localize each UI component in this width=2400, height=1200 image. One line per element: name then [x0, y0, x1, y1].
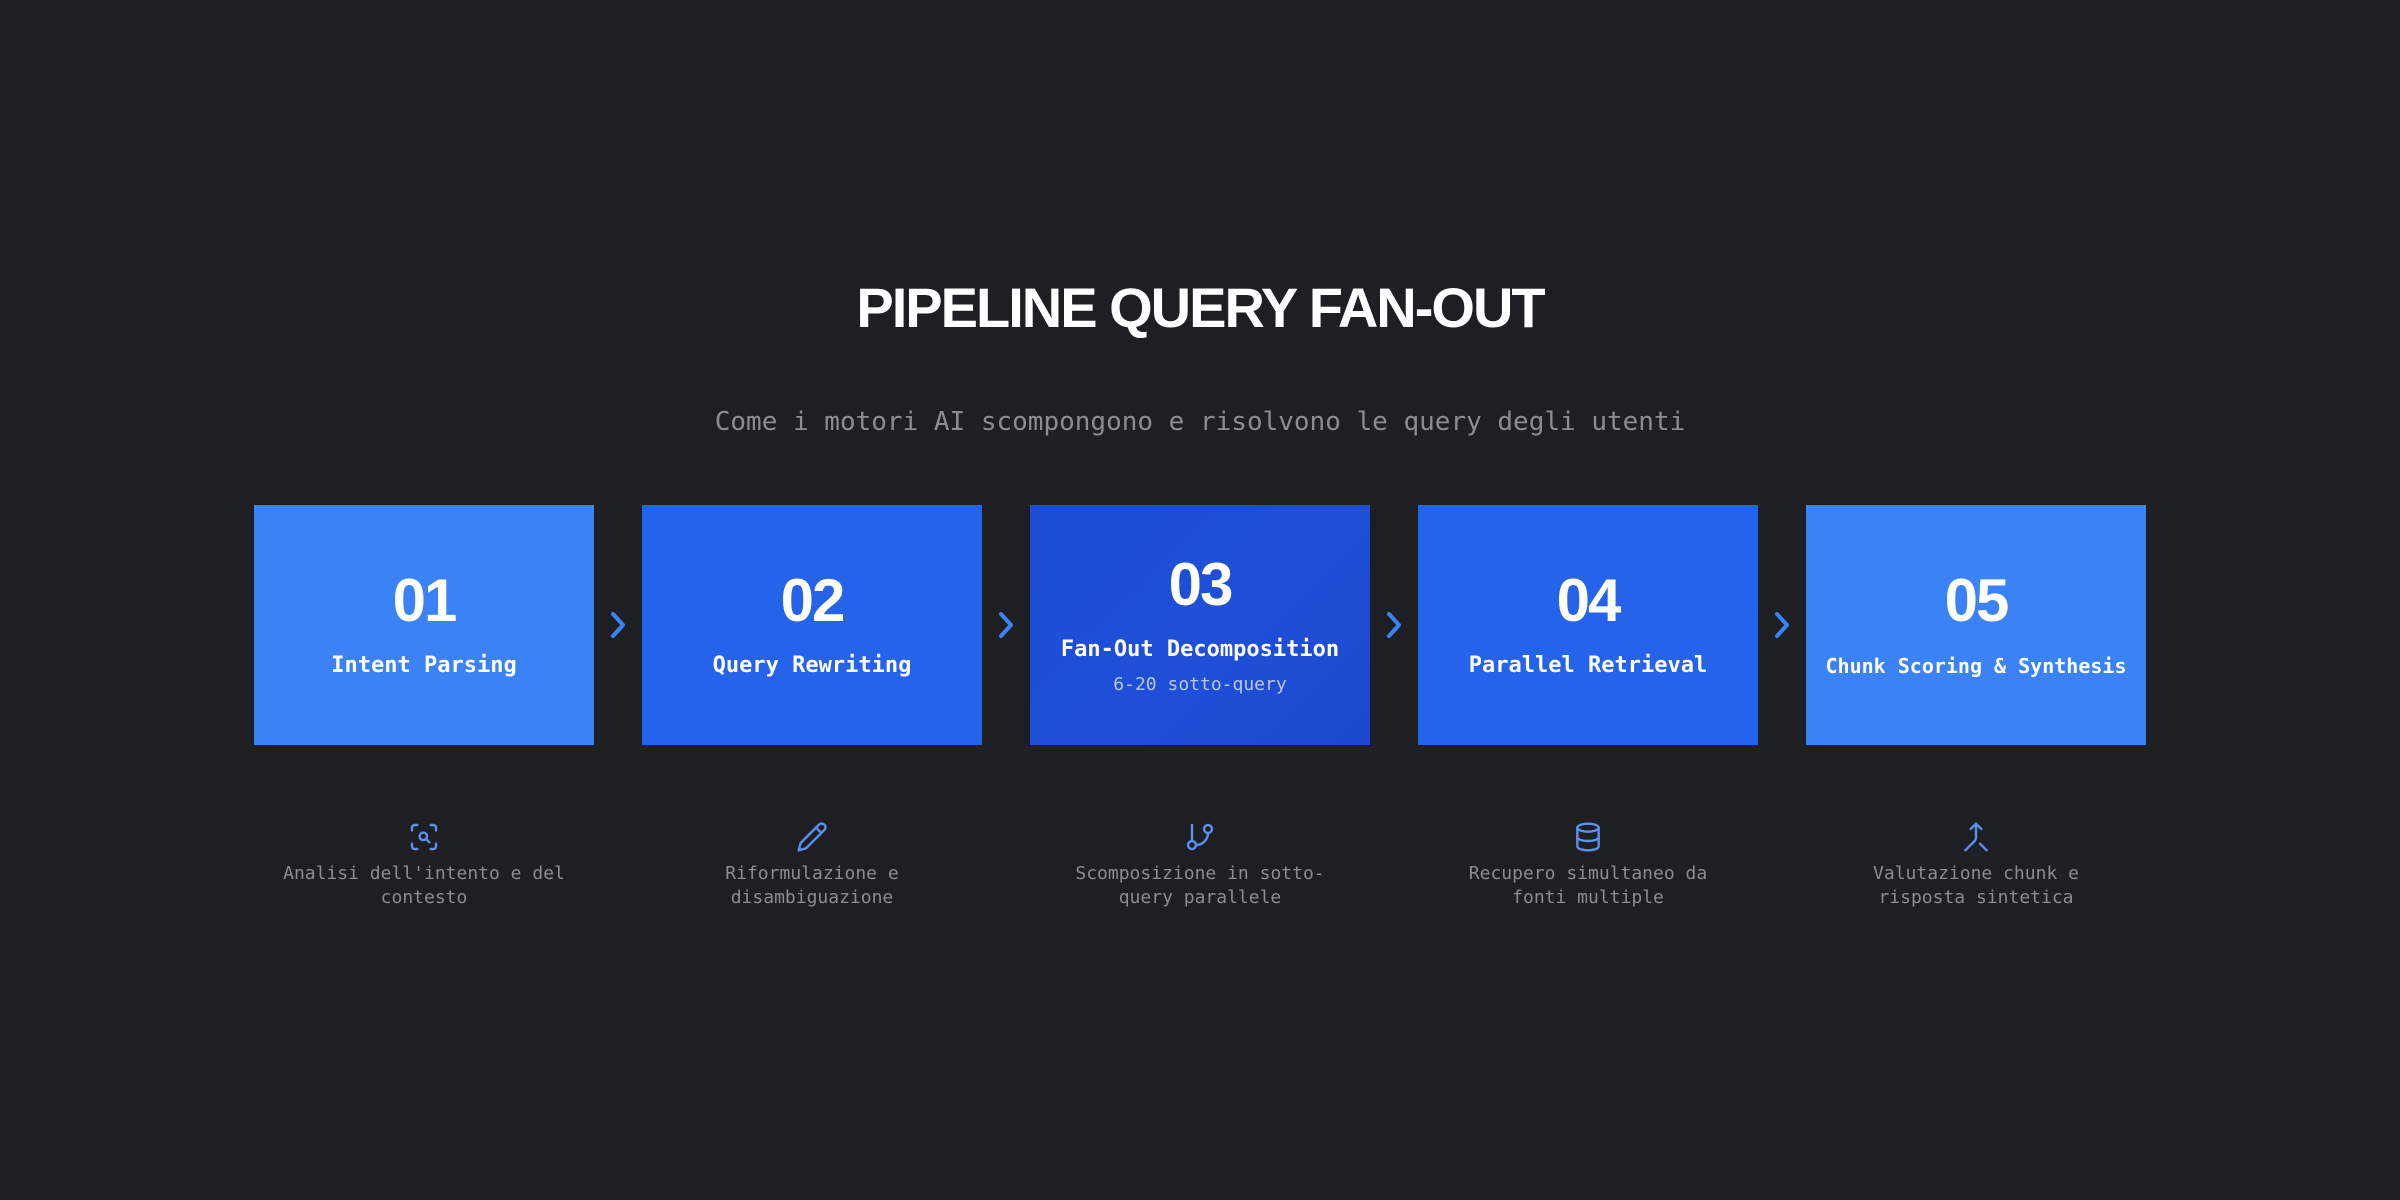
description-text: Valutazione chunk e risposta sintetica [1873, 863, 2079, 908]
step-chunk-scoring-synthesis: 05 Chunk Scoring & Synthesis [1806, 505, 2146, 745]
description-intent-parsing: Analisi dell'intento e del contesto [254, 820, 594, 910]
step-query-rewriting: 02 Query Rewriting [642, 505, 982, 745]
step-label: Intent Parsing [331, 653, 517, 678]
chevron-right-icon [1370, 605, 1418, 645]
description-text: Recupero simultaneo da fonti multiple [1468, 863, 1708, 908]
step-number: 01 [392, 567, 458, 634]
step-number: 03 [1168, 551, 1234, 618]
pencil-icon [795, 820, 829, 854]
merge-icon [1959, 820, 1993, 854]
scan-search-icon [407, 820, 441, 854]
step-fan-out-decomposition: 03 Fan-Out Decomposition 6-20 sotto-quer… [1030, 505, 1370, 745]
chevron-right-icon [594, 605, 642, 645]
step-label: Query Rewriting [712, 653, 912, 678]
description-fan-out-decomposition: Scomposizione in sotto-query parallele [1030, 820, 1370, 910]
step-intent-parsing: 01 Intent Parsing [254, 505, 594, 745]
step-number: 02 [780, 567, 846, 634]
chevron-right-icon [982, 605, 1030, 645]
step-label: Parallel Retrieval [1468, 653, 1708, 678]
step-sublabel: 6-20 sotto-query [1113, 674, 1287, 695]
step-number: 05 [1944, 567, 2010, 634]
chevron-right-icon [1758, 605, 1806, 645]
step-label: Chunk Scoring & Synthesis [1825, 654, 2127, 678]
description-chunk-scoring-synthesis: Valutazione chunk e risposta sintetica [1806, 820, 2146, 910]
page-title: PIPELINE QUERY FAN-OUT [856, 276, 1545, 339]
description-text: Analisi dell'intento e del contesto [283, 863, 565, 908]
step-parallel-retrieval: 04 Parallel Retrieval [1418, 505, 1758, 745]
description-text: Riformulazione e disambiguazione [725, 863, 899, 908]
page-subtitle: Come i motori AI scompongono e risolvono… [714, 407, 1686, 437]
description-parallel-retrieval: Recupero simultaneo da fonti multiple [1418, 820, 1758, 910]
pipeline-steps: 01 Intent Parsing 02 Query Rewriting 03 … [254, 505, 2146, 745]
step-descriptions: Analisi dell'intento e del contesto Rifo… [254, 820, 2146, 940]
description-query-rewriting: Riformulazione e disambiguazione [642, 820, 982, 910]
step-label: Fan-Out Decomposition [1060, 637, 1340, 662]
git-branch-icon [1183, 820, 1217, 854]
description-text: Scomposizione in sotto-query parallele [1075, 863, 1325, 908]
step-number: 04 [1556, 567, 1622, 634]
database-icon [1571, 820, 1605, 854]
